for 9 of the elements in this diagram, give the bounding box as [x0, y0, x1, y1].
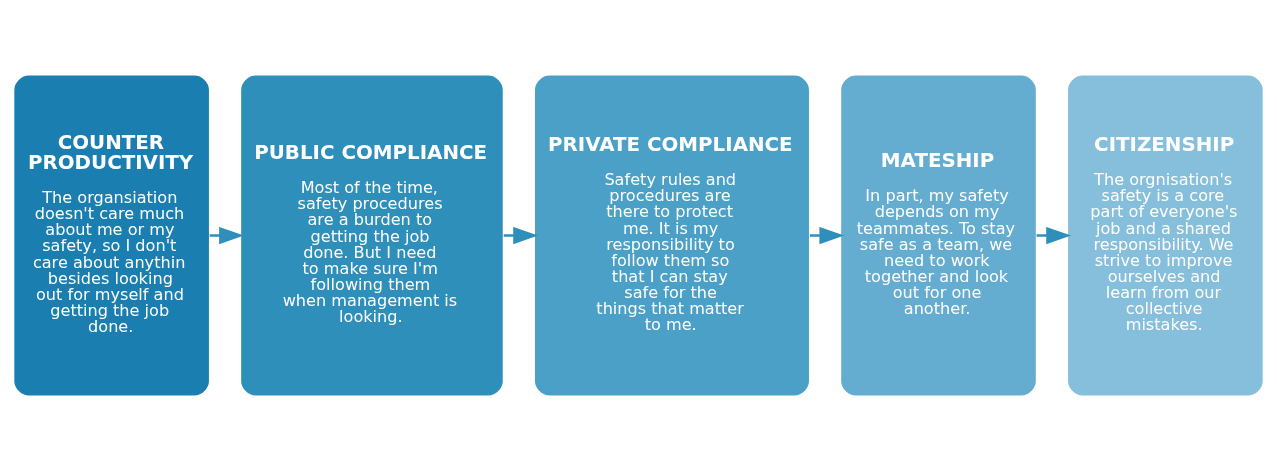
node-box: CITIZENSHIP The orgnisation's safety is a core part of everyone's job and a shared responsibility. We strive to improve ourselves and learn from our collective mistakes.: [1066, 74, 1264, 397]
arrow: [209, 226, 244, 245]
arrow: [503, 226, 539, 245]
arrow: [809, 226, 845, 245]
node-box: PRIVATE COMPLIANCE Safety rules and procedures are there to protect me. It is my responsibility to follow them so that I can stay safe for the things that matter to me.: [533, 74, 811, 397]
node-box: MATESHIP In part, my safety depends on my teammates. To stay safe as a team, we need to work together and look out for one another.: [839, 74, 1038, 397]
node-box: COUNTER PRODUCTIVITY The organsiation doesn't care much about me or my safety, so I don't care about anythin besides looking out for myself and getting the job done.: [13, 74, 211, 397]
node-box: PUBLIC COMPLIANCE Most of the time, safety procedures are a burden to getting the job done. But I need to make sure I'm following them when management is looking.: [239, 74, 504, 397]
arrow: [1036, 226, 1072, 245]
